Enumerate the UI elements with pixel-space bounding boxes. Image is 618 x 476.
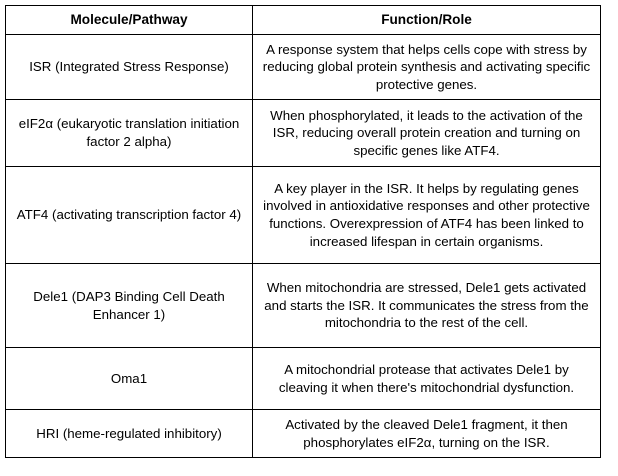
cell-function: When phosphorylated, it leads to the act… <box>252 99 601 168</box>
table-header: Molecule/Pathway Function/Role <box>5 4 601 36</box>
cell-function: When mitochondria are stressed, Dele1 ge… <box>252 263 601 349</box>
cell-molecule: HRI (heme-regulated inhibitory) <box>5 409 253 459</box>
cell-molecule: Oma1 <box>5 347 253 411</box>
cell-molecule: eIF2α (eukaryotic translation initiation… <box>5 99 253 168</box>
column-header-molecule: Molecule/Pathway <box>5 4 253 36</box>
table-row: Dele1 (DAP3 Binding Cell Death Enhancer … <box>5 263 601 349</box>
cell-function: A mitochondrial protease that activates … <box>252 347 601 411</box>
molecule-function-table: Molecule/Pathway Function/Role ISR (Inte… <box>5 4 601 459</box>
column-header-function: Function/Role <box>252 4 601 36</box>
table-row: ISR (Integrated Stress Response) A respo… <box>5 34 601 101</box>
table-header-row: Molecule/Pathway Function/Role <box>5 4 601 36</box>
table-row: eIF2α (eukaryotic translation initiation… <box>5 99 601 168</box>
cell-molecule: ATF4 (activating transcription factor 4) <box>5 166 253 265</box>
cell-function: A response system that helps cells cope … <box>252 34 601 101</box>
cell-molecule: Dele1 (DAP3 Binding Cell Death Enhancer … <box>5 263 253 349</box>
table-row: ATF4 (activating transcription factor 4)… <box>5 166 601 265</box>
cell-molecule: ISR (Integrated Stress Response) <box>5 34 253 101</box>
cell-function: Activated by the cleaved Dele1 fragment,… <box>252 409 601 459</box>
table-row: Oma1 A mitochondrial protease that activ… <box>5 347 601 411</box>
table-body: ISR (Integrated Stress Response) A respo… <box>5 34 601 459</box>
cell-function: A key player in the ISR. It helps by reg… <box>252 166 601 265</box>
table-row: HRI (heme-regulated inhibitory) Activate… <box>5 409 601 459</box>
